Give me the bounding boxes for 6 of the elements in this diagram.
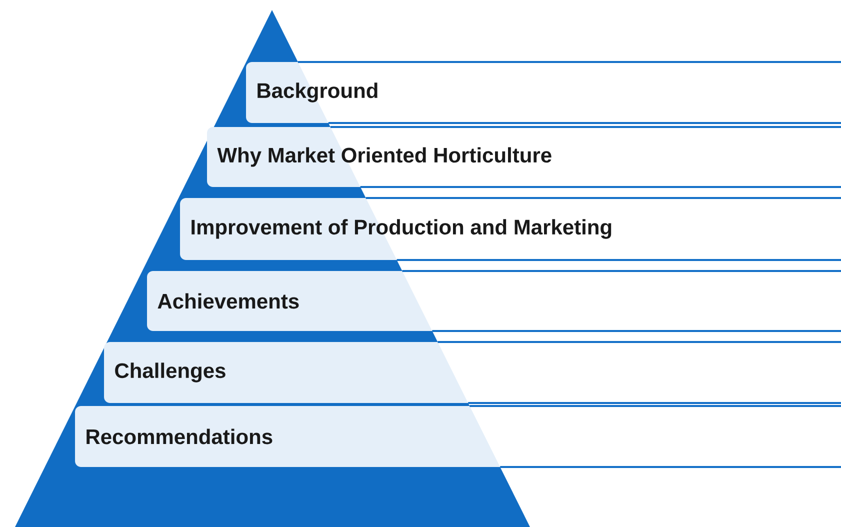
band-box: Background xyxy=(246,61,841,124)
band-box: Recommendations xyxy=(75,405,841,468)
band-box: Challenges xyxy=(104,341,841,404)
band-box: Why Market Oriented Horticulture xyxy=(207,126,841,188)
band-box: Improvement of Production and Marketing xyxy=(180,197,841,261)
band-box: Achievements xyxy=(147,270,841,332)
